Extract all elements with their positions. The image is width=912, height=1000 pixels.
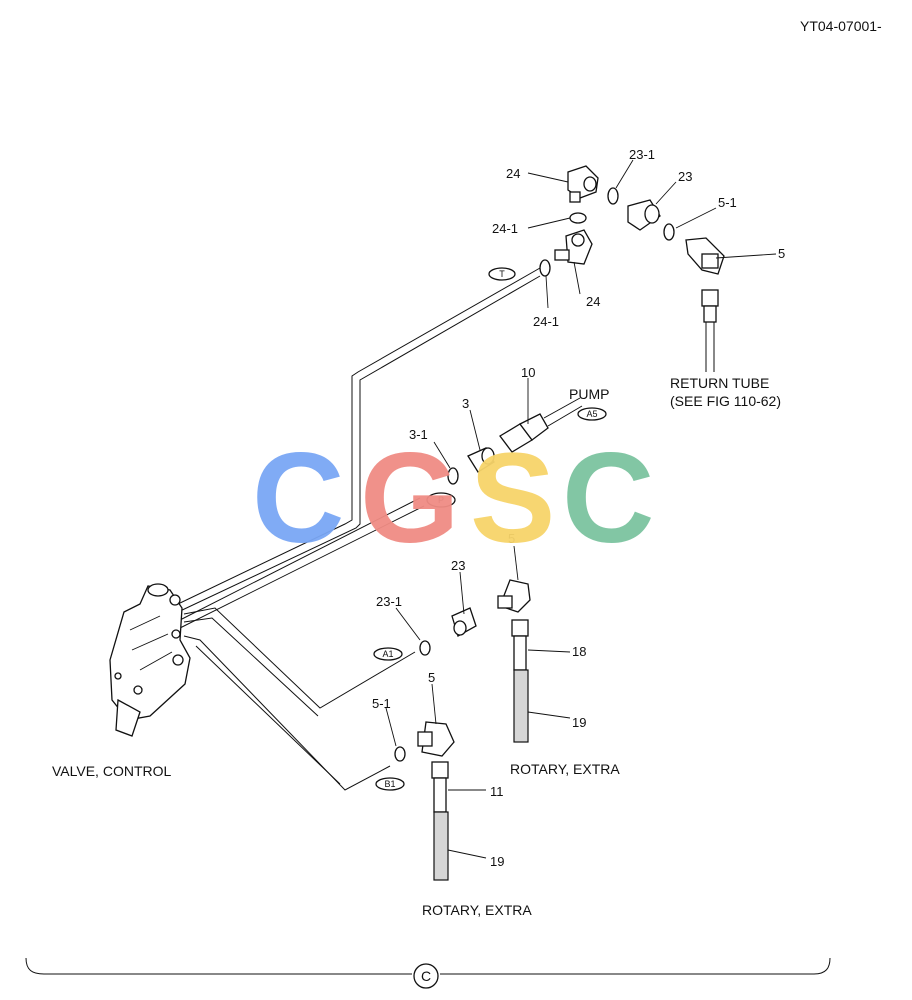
fitting-5-elbow-low (417, 721, 455, 757)
port-t-label: T (499, 269, 505, 279)
watermark-letter-1: C (252, 427, 344, 570)
callout-5-low: 5 (428, 670, 435, 685)
port-a5-label: A5 (586, 409, 597, 419)
callout-23-top: 23 (678, 169, 692, 184)
hose-18-19-mid (511, 619, 529, 743)
oring-23-1-mid (419, 640, 431, 656)
port-b1-label: B1 (384, 779, 395, 789)
line-t-inner (177, 275, 541, 613)
oring-3-1 (447, 467, 459, 485)
watermark-letter-4: C (562, 427, 654, 570)
hydraulic-lines (177, 267, 541, 791)
callout-23-1-mid: 23-1 (376, 594, 402, 609)
callout-3: 3 (462, 396, 469, 411)
oring-5-1-low (394, 746, 406, 762)
line-a1-inner (183, 617, 319, 717)
callout-5-top: 5 (778, 246, 785, 261)
port-a1-tag (373, 647, 403, 661)
callout-5-1-low: 5-1 (372, 696, 391, 711)
callout-24-1-top: 24-1 (492, 221, 518, 236)
callout-23-1-top: 23-1 (629, 147, 655, 162)
caption-return-tube-ref: (SEE FIG 110-62) (670, 393, 781, 409)
port-tags: T A5 P A1 B1 (373, 267, 607, 791)
watermark-letter-2: G (360, 427, 460, 570)
port-a5-tag (577, 407, 607, 421)
callouts: 24 24-1 24 24-1 23-1 23 5-1 5 10 3 3-1 5… (372, 147, 785, 869)
line-a1 (183, 607, 416, 709)
document-id: YT04-07001- (800, 18, 882, 34)
section-marker-label: C (421, 968, 431, 984)
callout-11: 11 (490, 784, 504, 799)
caption-return-tube: RETURN TUBE (670, 375, 769, 391)
callout-5-mid: 5 (508, 531, 515, 546)
callout-23-mid: 23 (451, 558, 465, 573)
oring-24-1-top (569, 212, 587, 224)
caption-rotary-extra-low: ROTARY, EXTRA (422, 902, 532, 918)
watermark: C G S C (252, 427, 654, 570)
fitting-23-top (627, 199, 661, 231)
callout-5-1-top: 5-1 (718, 195, 737, 210)
watermark-letter-3: S (470, 427, 555, 570)
leader-lines (385, 159, 777, 859)
section-bracket: C (25, 957, 831, 989)
port-b1-tag (375, 777, 405, 791)
oring-5-1-top (663, 223, 675, 241)
callout-24-1-bottom: 24-1 (533, 314, 559, 329)
callout-19-low: 19 (490, 854, 504, 869)
hose-11-19-low (431, 761, 449, 881)
line-p-inner (179, 505, 425, 629)
section-marker-circle (413, 963, 439, 989)
oring-24-1-bottom (539, 259, 551, 277)
port-p-tag (426, 492, 456, 508)
hose-10-pump (499, 397, 583, 453)
line-p (179, 497, 421, 621)
oring-23-1-top (607, 187, 619, 205)
port-a1-label: A1 (382, 649, 393, 659)
line-b1-inner (195, 645, 341, 785)
captions: RETURN TUBE (SEE FIG 110-62) PUMP VALVE,… (52, 375, 781, 918)
callout-24-bottom: 24 (586, 294, 600, 309)
callout-19-mid: 19 (572, 715, 586, 730)
top-fitting-24-elbow (567, 165, 599, 203)
fitting-5-elbow-mid (497, 579, 531, 613)
caption-rotary-extra-mid: ROTARY, EXTRA (510, 761, 620, 777)
line-t (177, 267, 541, 605)
caption-valve-control: VALVE, CONTROL (52, 763, 172, 779)
port-t-tag (488, 267, 516, 281)
caption-pump: PUMP (569, 386, 609, 402)
callout-10: 10 (521, 365, 535, 380)
callout-24-top: 24 (506, 166, 520, 181)
return-tube (701, 289, 719, 372)
control-valve (109, 583, 191, 737)
line-b1 (183, 635, 391, 791)
port-p-label: P (438, 495, 444, 505)
callout-18: 18 (572, 644, 586, 659)
bottom-fitting-24-elbow (554, 229, 593, 265)
fitting-5-elbow-top (685, 237, 725, 275)
fitting-3 (467, 447, 495, 473)
callout-3-1: 3-1 (409, 427, 428, 442)
